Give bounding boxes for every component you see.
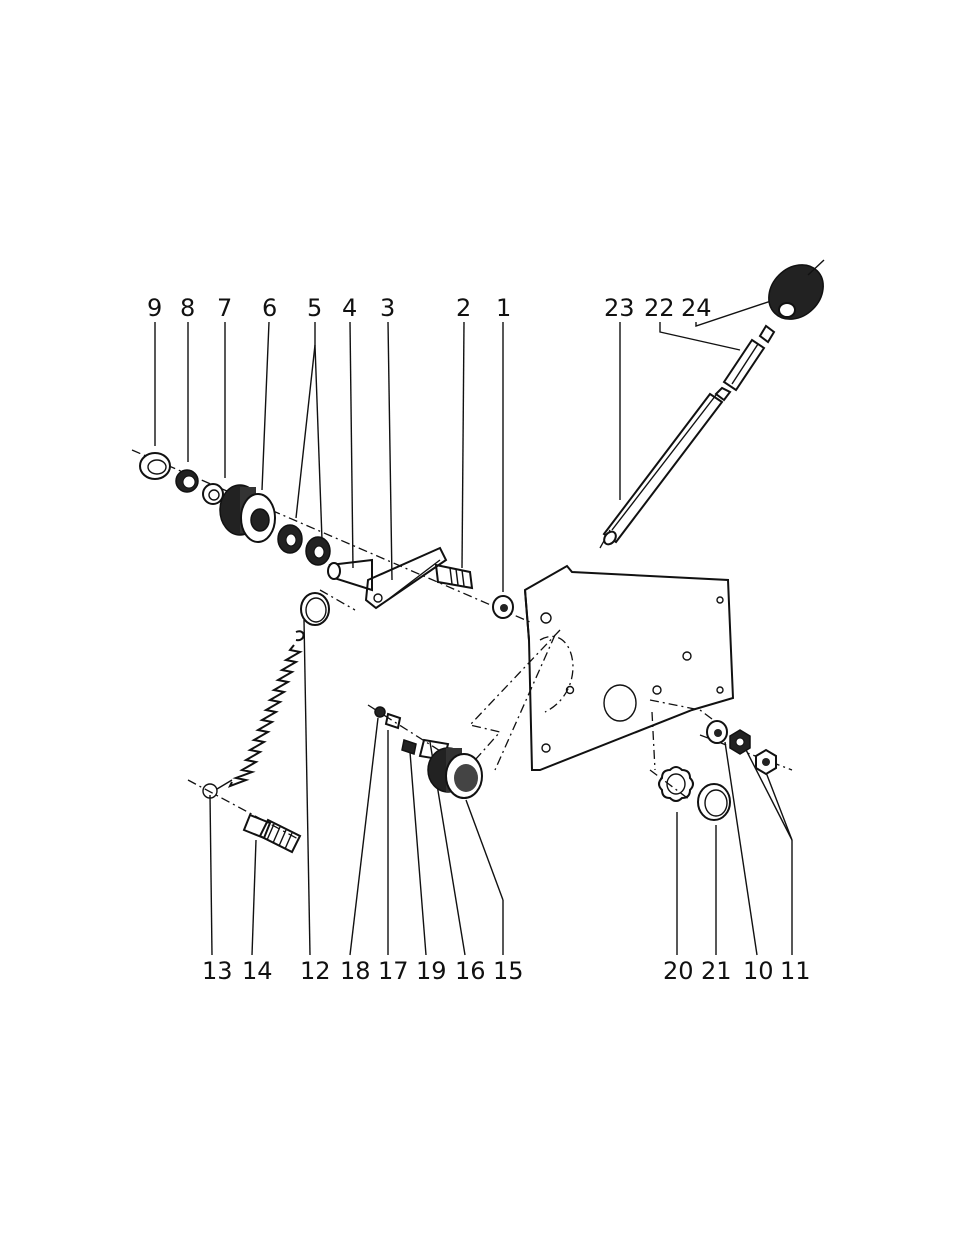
part-24-ball-knob [758,254,834,330]
leader-lines-top [155,298,780,592]
label-13: 13 [202,957,233,985]
part-10-washer [707,721,727,743]
label-10: 10 [743,957,774,985]
part-7-washer [203,484,223,504]
label-8: 8 [180,294,195,322]
label-17: 17 [378,957,409,985]
label-21: 21 [701,957,732,985]
label-4: 4 [342,294,357,322]
label-14: 14 [242,957,273,985]
label-20: 20 [663,957,694,985]
part-18-ball [375,707,385,717]
part-17-pin [386,714,400,728]
part-1-washer [493,596,513,618]
part-15-16-knob [420,740,482,798]
label-3: 3 [380,294,395,322]
part-8-ring [176,470,198,492]
part-14-stud [244,815,300,852]
label-18: 18 [340,957,371,985]
label-22: 22 [644,294,675,322]
part-9-circlip [140,453,170,479]
part-12-ring [301,593,329,625]
part-3-4-arm [328,548,472,608]
part-11-nuts [730,730,776,774]
label-11: 11 [780,957,811,985]
part-19-grub-screw [402,740,416,754]
part-22-sleeve [716,326,774,400]
part-13-spring [203,631,304,798]
label-19: 19 [416,957,447,985]
label-23: 23 [604,294,635,322]
label-7: 7 [217,294,232,322]
label-16: 16 [455,957,486,985]
part-6-pulley [220,485,275,542]
label-9: 9 [147,294,162,322]
part-20-star-knob [659,767,693,801]
label-15: 15 [493,957,524,985]
side-plate [525,566,733,770]
label-1: 1 [496,294,511,322]
part-21-circlip [698,784,730,820]
label-5: 5 [307,294,322,322]
label-6: 6 [262,294,277,322]
label-12: 12 [300,957,331,985]
label-24: 24 [681,294,712,322]
label-2: 2 [456,294,471,322]
